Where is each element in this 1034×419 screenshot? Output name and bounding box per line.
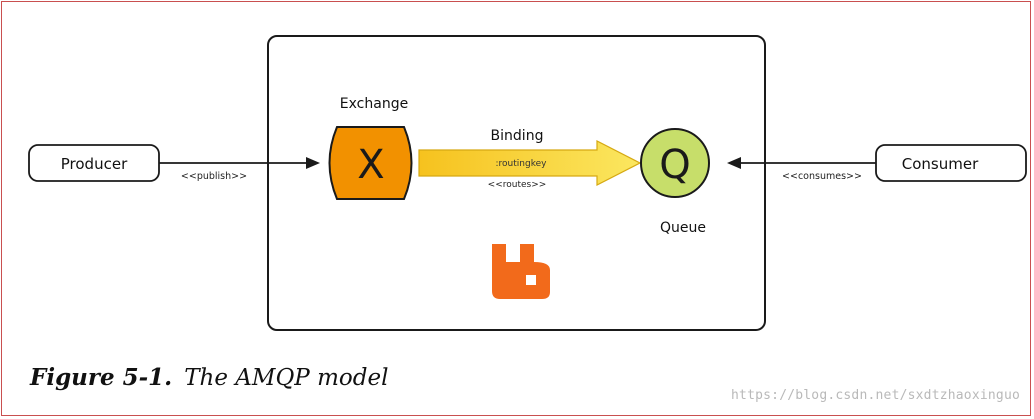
broker-box xyxy=(267,35,766,331)
exchange-title: Exchange xyxy=(340,96,408,112)
exchange-shape xyxy=(328,126,413,200)
publish-label: <<publish>> xyxy=(181,171,247,182)
binding-title: Binding xyxy=(491,128,544,144)
figure-caption: Figure 5-1. The AMQP model xyxy=(30,364,388,391)
figure-title: The AMQP model xyxy=(184,365,389,391)
publish-arrowhead xyxy=(306,157,320,169)
routes-label: <<routes>> xyxy=(488,180,547,190)
consumer-box xyxy=(875,144,1027,182)
watermark: https://blog.csdn.net/sxdtzhaoxinguo xyxy=(731,388,1020,403)
exchange-symbol: X xyxy=(357,142,384,188)
figure-number: Figure 5-1. xyxy=(30,364,173,391)
rabbitmq-logo-icon xyxy=(492,244,550,299)
queue-circle xyxy=(640,128,710,198)
queue-symbol: Q xyxy=(659,142,690,188)
routing-key-label: :routingkey xyxy=(496,159,548,169)
queue-title: Queue xyxy=(660,220,706,236)
consumes-arrowhead xyxy=(727,157,741,169)
consumes-label: <<consumes>> xyxy=(782,171,862,182)
consumer-label: Consumer xyxy=(902,155,979,173)
producer-label: Producer xyxy=(61,155,128,173)
binding-arrow xyxy=(418,140,642,186)
